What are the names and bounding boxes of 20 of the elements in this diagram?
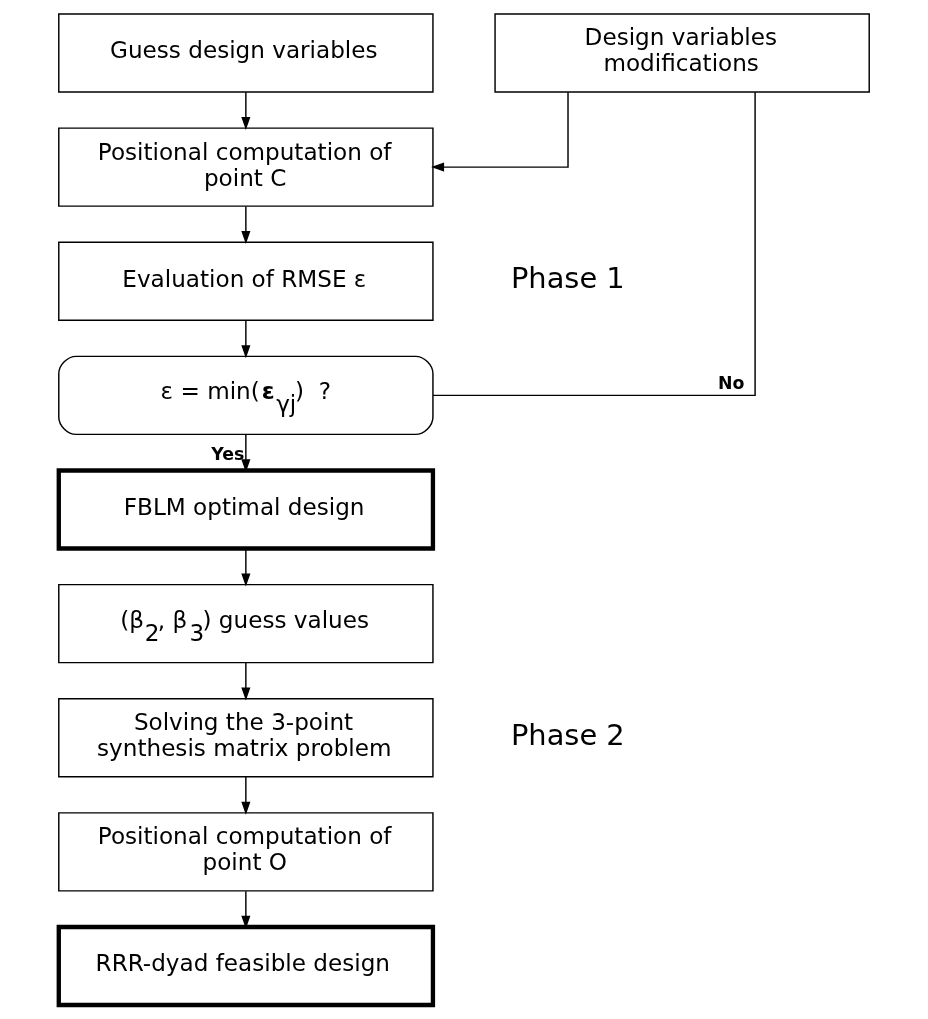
arrow [241,205,251,245]
edge-label: Yes [211,443,245,464]
node-box: Guess design variables [58,13,434,93]
arrow [241,91,251,130]
node-box: Positional computation of point O [58,812,434,892]
node-box: Evaluation of RMSE ε [58,241,434,321]
node-box: Design variables modifications [494,13,870,93]
label: Phase 2 [510,717,625,752]
label: Phase 1 [510,261,625,296]
arrow [241,662,251,701]
edge-label: No [718,373,745,394]
node-box: Positional computation of point C [58,127,434,207]
connector [432,91,756,397]
node-box: Solving the 3-point synthesis matrix problem [58,698,434,778]
node-box: RRR-dyad feasible design [56,924,436,1008]
arrow [241,548,251,587]
node-box: FBLM optimal design [56,468,436,551]
arrow [431,91,569,172]
arrow [241,776,251,815]
arrow [241,319,251,359]
